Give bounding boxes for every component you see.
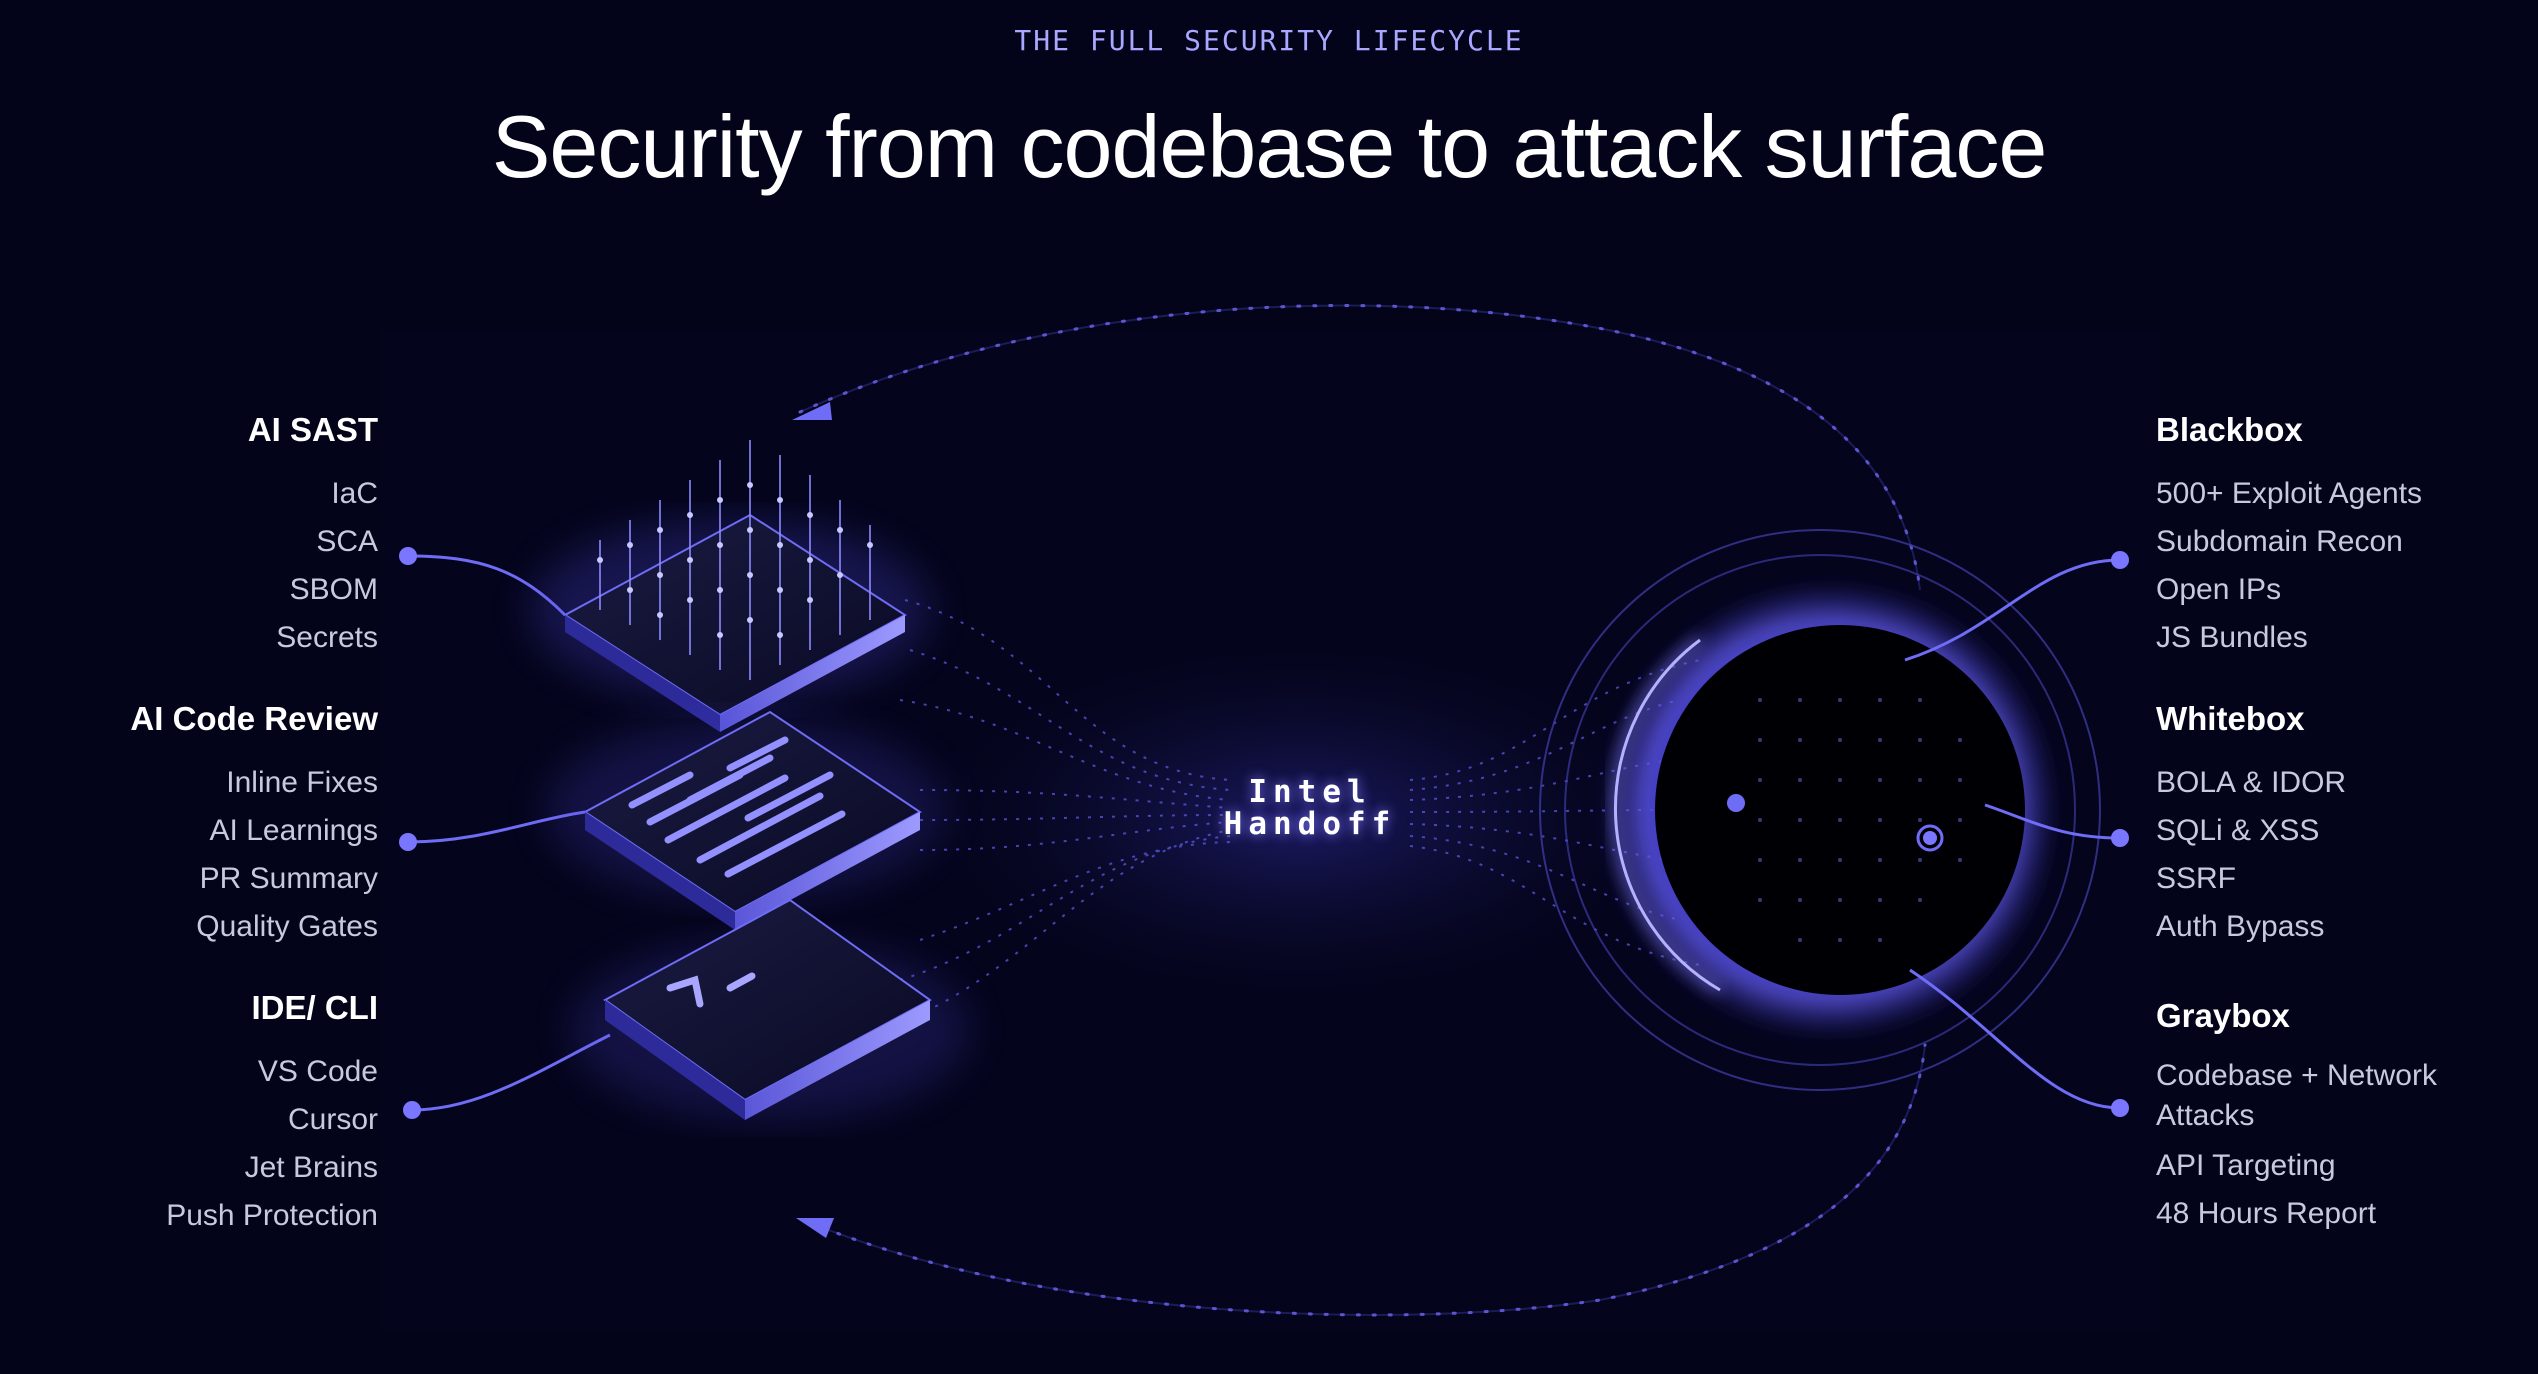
group-ide-cli: IDE/ CLI VS Code Cursor Jet Brains Push … <box>0 988 378 1240</box>
group-item: Auth Bypass <box>2156 910 2325 943</box>
group-item: Inline Fixes <box>226 766 378 799</box>
connector-dot-graybox <box>2111 1099 2129 1117</box>
code-lines-icon <box>628 736 846 878</box>
group-blackbox: Blackbox 500+ Exploit Agents Subdomain R… <box>2156 410 2536 662</box>
group-title: Blackbox <box>2156 411 2303 448</box>
ide-cli-tile <box>570 898 970 1120</box>
sast-tile <box>530 440 930 732</box>
group-item: AI Learnings <box>209 814 378 847</box>
group-whitebox: Whitebox BOLA & IDOR SQLi & XSS SSRF Aut… <box>2156 699 2536 951</box>
group-item: API Targeting <box>2156 1149 2336 1182</box>
group-item: IaC <box>331 477 378 510</box>
group-item: 500+ Exploit Agents <box>2156 477 2423 510</box>
arrow-head-bottom-icon <box>796 1218 834 1238</box>
connector-dot-ide-cli <box>403 1101 421 1119</box>
right-connectors <box>1904 558 2121 1110</box>
group-item: Attacks <box>2156 1099 2255 1132</box>
group-item: Secrets <box>276 621 378 654</box>
center-glow <box>880 620 1720 1020</box>
intel-handoff-label: Intel Handoff <box>1180 776 1440 840</box>
group-graybox: Graybox Codebase + Network Attacks API T… <box>2156 996 2536 1238</box>
code-review-tile <box>545 710 945 930</box>
group-item: Subdomain Recon <box>2156 525 2403 558</box>
group-item: Open IPs <box>2156 573 2282 606</box>
group-ai-sast: AI SAST IaC SCA SBOM Secrets <box>0 410 378 662</box>
group-title: Whitebox <box>2156 700 2305 737</box>
group-item: Cursor <box>287 1103 378 1136</box>
portal-node-inner <box>1727 794 1745 812</box>
loop-arc-top-line <box>799 304 1921 591</box>
group-ai-code-review: AI Code Review Inline Fixes AI Learnings… <box>0 699 378 951</box>
group-item: VS Code <box>257 1055 378 1088</box>
group-item: SCA <box>316 525 378 558</box>
connector-dot-code-review <box>399 833 417 851</box>
page-headline: Security from codebase to attack surface <box>491 97 2048 196</box>
group-item: Push Protection <box>166 1199 378 1232</box>
portal-target-ring <box>1916 824 1944 852</box>
group-item: SSRF <box>2156 862 2237 895</box>
arrow-head-top-icon <box>792 402 832 420</box>
loop-arc-bottom <box>806 1043 1927 1317</box>
group-item: Quality Gates <box>196 910 378 943</box>
portal-target-dot <box>1923 831 1937 845</box>
group-item: BOLA & IDOR <box>2156 766 2347 799</box>
connector-dot-whitebox <box>2111 829 2129 847</box>
group-title: AI Code Review <box>130 700 378 737</box>
eyebrow-label: THE FULL SECURITY LIFECYCLE <box>1014 24 1524 57</box>
group-item: 48 Hours Report <box>2156 1197 2377 1230</box>
group-item: PR Summary <box>199 862 378 895</box>
attack-surface-portal <box>1539 529 2101 1091</box>
intel-handoff-line1: Intel <box>1248 774 1372 810</box>
group-title: IDE/ CLI <box>251 989 378 1026</box>
terminal-prompt-icon <box>666 972 756 1008</box>
group-item: SQLi & XSS <box>2156 814 2320 847</box>
group-title: AI SAST <box>247 411 378 448</box>
connector-dot-blackbox <box>2111 551 2129 569</box>
loop-arc-bottom-line <box>807 1044 1926 1316</box>
intel-handoff-line2: Handoff <box>1223 806 1397 842</box>
group-title: Graybox <box>2156 997 2290 1034</box>
loop-arc-top <box>798 304 1922 592</box>
connector-dot-sast <box>399 547 417 565</box>
portal-dot-field <box>1758 698 1962 942</box>
group-item: SBOM <box>289 573 378 606</box>
group-item: JS Bundles <box>2156 621 2308 654</box>
group-item: Jet Brains <box>244 1151 378 1184</box>
group-item: Codebase + Network <box>2156 1059 2437 1092</box>
